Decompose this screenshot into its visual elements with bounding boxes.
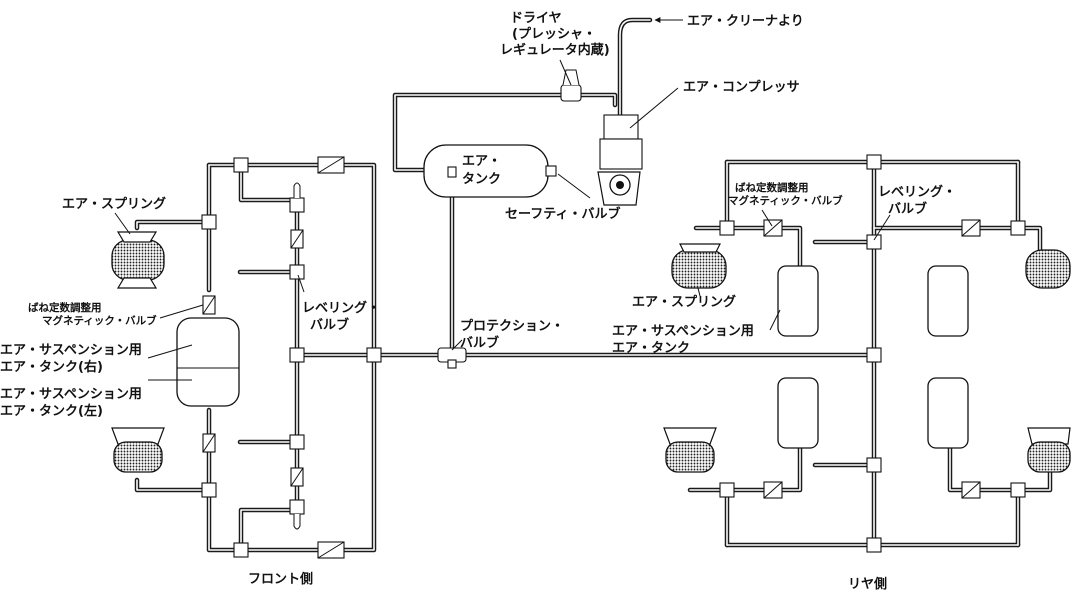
magnetic-valve-front-top (317, 156, 345, 174)
pipe-front-spring-l-inner (136, 479, 210, 491)
label-front-magnetic-2: マグネティック・バルブ (42, 314, 157, 327)
pipe-front-valve-b (238, 507, 300, 553)
label-dryer-2: (プレッシャ・ (512, 27, 596, 42)
label-front-tank-right-2: エア・タンク(右) (0, 359, 103, 375)
front-air-tank (176, 317, 240, 407)
label-front-air-spring: エア・スプリング (62, 196, 166, 212)
label-air-compressor: エア・コンプレッサ (683, 80, 800, 95)
dryer (560, 69, 582, 102)
pipe-front-spring-r (134, 219, 212, 231)
pipe-front-valve-a-inner (240, 164, 298, 201)
label-air-tank-1: エア・ (462, 154, 501, 169)
pipe-rear-top-branch-r-inner (873, 227, 1041, 251)
label-front-magnetic-1: ばね定数調整用 (28, 301, 102, 314)
pipe-front-spring-l (134, 477, 212, 493)
pipe-rear-bot-branch-r-inner (949, 444, 1051, 491)
rear-spring-bot-right (1027, 427, 1071, 473)
label-air-cleaner: エア・クリーナより (687, 14, 804, 29)
tee-fitting (289, 264, 305, 280)
tee-fitting (289, 434, 305, 450)
labels: ドライヤ (プレッシャ・ レギュレータ内蔵) エア・クリーナより エア・コンプレ… (0, 11, 956, 592)
main-air-tank (423, 144, 549, 198)
label-safety-valve: セーフティ・バルブ (505, 206, 620, 222)
tee-fitting (289, 197, 305, 213)
label-protection-1: プロテクション・ (460, 319, 564, 334)
safety-valve (545, 165, 557, 177)
pipe-front-valve-b-inner (240, 509, 298, 551)
label-rear-tank-1: エア・サスペンション用 (612, 324, 754, 339)
leveling-valve-caps (293, 182, 301, 530)
label-rear-leveling-2: バルブ (888, 201, 927, 217)
protection-valve (437, 347, 467, 369)
tee-fitting (366, 347, 382, 363)
magnetic-valve-rear-top-l (763, 219, 783, 237)
label-dryer-1: ドライヤ (510, 11, 562, 26)
label-front-leveling-2: バルブ (310, 317, 349, 333)
tee-fitting (1010, 482, 1026, 498)
rear-spring-bot-left (663, 427, 717, 473)
label-rear-leveling-1: レベリング・ (878, 184, 956, 200)
rear-tank-1 (777, 265, 819, 337)
fittings (201, 154, 1026, 558)
rear-tank-3 (777, 377, 819, 449)
magnetic-valve-front-b (290, 467, 304, 487)
tee-fitting (289, 347, 305, 363)
tee-fitting (866, 347, 882, 363)
magnetic-valve-rear-bot-l (763, 481, 783, 499)
label-rear-air-spring: エア・スプリング (632, 294, 736, 310)
label-dryer-3: レギュレータ内蔵) (500, 42, 610, 58)
label-air-tank-2: タンク (462, 172, 501, 187)
pipe-network (134, 17, 1053, 553)
magnetic-valve-front-bottom (317, 541, 345, 559)
magnetic-valve-rear-bot-r (961, 481, 981, 499)
air-compressor (597, 114, 643, 206)
tee-fitting (866, 154, 882, 170)
rear-tank-4 (927, 377, 969, 449)
tee-fitting (866, 537, 882, 553)
label-protection-2: バルブ (460, 335, 499, 351)
tee-fitting (201, 482, 217, 498)
label-front-tank-left-1: エア・サスペンション用 (0, 387, 142, 402)
magnetic-valve-rear-top-r (961, 219, 981, 237)
label-front-tank-left-2: エア・タンク(左) (0, 403, 103, 419)
label-front-side: フロント側 (248, 571, 313, 587)
magnetic-valve-front-mid (202, 295, 216, 315)
leader-lines (114, 17, 891, 381)
tee-fitting (289, 499, 305, 515)
pipe-compressor-dryer-inner (394, 94, 616, 171)
rear-tank-2 (927, 265, 969, 337)
tee-fitting (866, 457, 882, 473)
label-rear-magnetic-1: ばね定数調整用 (735, 181, 809, 194)
label-front-leveling-1: レベリング・ (302, 300, 380, 316)
rear-spring-top-right (1025, 249, 1071, 289)
tee-fitting (866, 234, 882, 250)
tee-fitting (1010, 220, 1026, 236)
pipe-intake (617, 17, 653, 118)
tee-fitting (233, 157, 249, 173)
label-front-tank-right-1: エア・サスペンション用 (0, 343, 142, 358)
tee-fitting (719, 220, 735, 236)
front-spring-right (111, 231, 165, 289)
front-spring-left (111, 427, 165, 473)
pipe-intake-inner (619, 19, 651, 116)
label-rear-side: リヤ側 (848, 576, 887, 592)
pipe-front-valve-a (238, 162, 300, 203)
label-rear-tank-2: エア・タンク (612, 341, 690, 356)
label-rear-magnetic-2: マグネティック・バルブ (728, 194, 843, 207)
pipe-front-spring-r-inner (136, 221, 210, 229)
tee-fitting (719, 482, 735, 498)
tee-fitting (233, 542, 249, 558)
tee-fitting (201, 214, 217, 230)
magnetic-valve-front-a (290, 229, 304, 249)
magnetic-valve-front-low (202, 433, 216, 453)
magnetic-valves (202, 156, 981, 559)
rear-spring-top-left (671, 243, 727, 289)
